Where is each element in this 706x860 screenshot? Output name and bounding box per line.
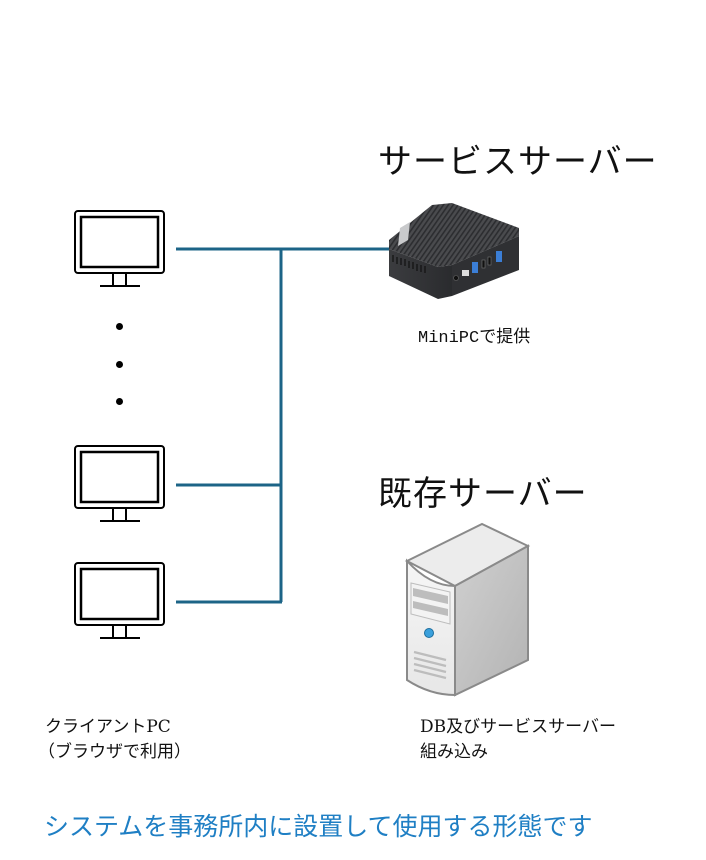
monitor-icon [74,562,165,639]
mini-pc-icon [389,203,519,299]
tower-server-icon [404,522,531,697]
ellipsis-dot [116,323,123,330]
monitor-icon [74,445,165,522]
monitor-icon [74,210,165,287]
existing-server-caption-line2: 組み込み [420,742,488,762]
client-caption-line1: クライアントPC [45,717,171,737]
ellipsis-dot [116,361,123,368]
existing-server-title: 既存サーバー [378,474,588,514]
footer-description: システムを事務所内に設置して使用する形態です [44,812,593,841]
ellipsis-dot [116,398,123,405]
network-lines [176,247,389,604]
client-caption-line2: （ブラウザで利用） [38,742,191,762]
existing-server-caption-line1: DB及びサービスサーバー [420,717,616,737]
service-server-title: サービスサーバー [378,142,658,182]
service-server-caption: MiniPCで提供 [418,329,531,348]
